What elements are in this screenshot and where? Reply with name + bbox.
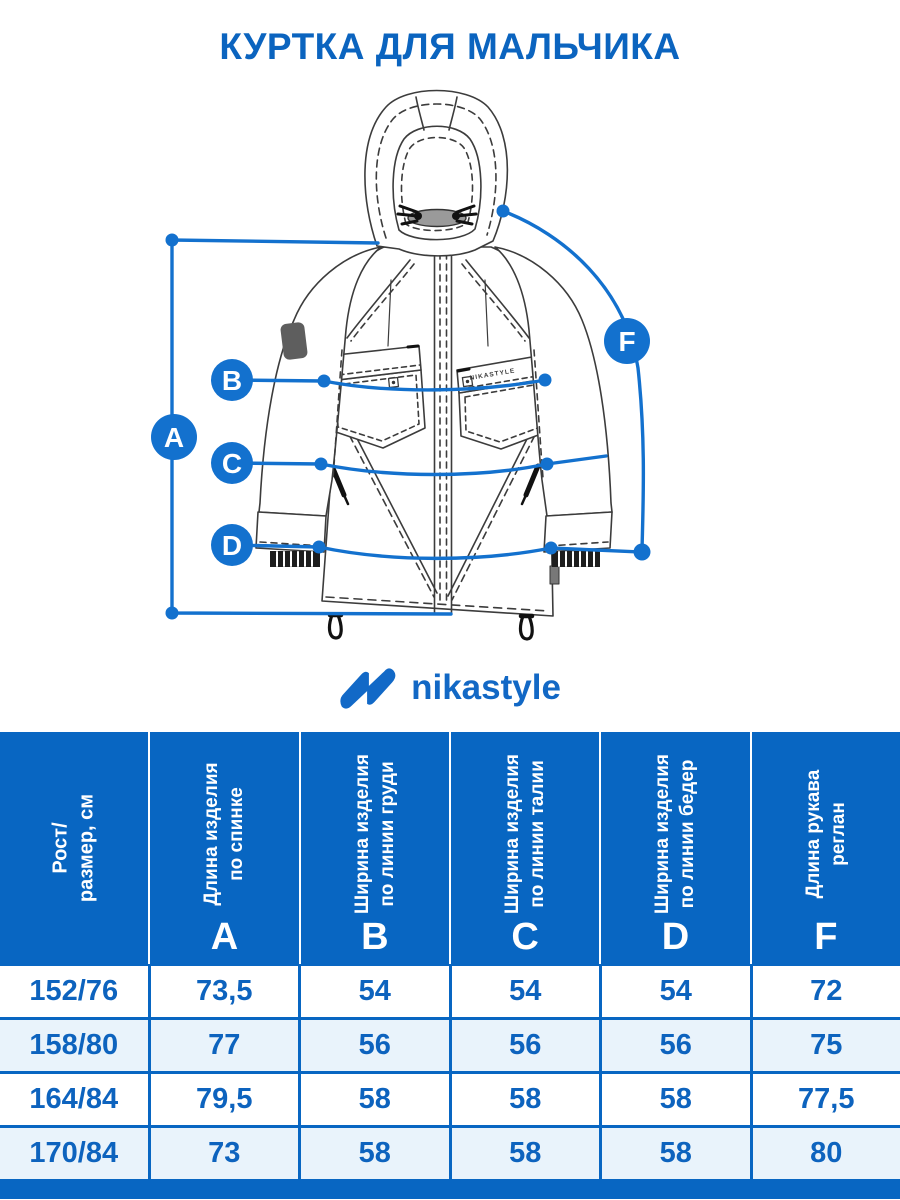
svg-text:D: D [222, 530, 242, 561]
svg-text:B: B [222, 365, 242, 396]
measure-line-B [230, 378, 547, 392]
header-column-a: Длина изделия по спинке A [150, 732, 299, 964]
header-size-label: Рост/ размер, см [49, 793, 99, 903]
size-table: Рост/ размер, см Длина изделия по спинке… [0, 732, 900, 1199]
measurement-lines [165, 204, 651, 620]
header-letter-b: B [361, 916, 389, 958]
measurement-markers: A B C D F [151, 318, 650, 566]
brand-logo: nikastyle [0, 660, 900, 716]
table-row: 164/84 79,5 58 58 58 77,5 [0, 1074, 900, 1125]
svg-text:A: A [164, 422, 184, 453]
measure-line-F [501, 209, 646, 553]
sleeve-right [484, 246, 613, 553]
nikastyle-logo-mark [340, 667, 396, 709]
header-column-b: Ширина изделия по линии груди B [300, 732, 449, 964]
chin-guard [407, 208, 467, 228]
header-column-f: Длина рукава реглан F [751, 732, 900, 964]
page-title: КУРТКА ДЛЯ МАЛЬЧИКА [219, 26, 681, 67]
jacket-body [321, 246, 560, 641]
cuff-ribbing-right [552, 551, 600, 567]
hood [364, 89, 509, 257]
marker-A: A [151, 414, 197, 460]
hem-drawcord-left [327, 613, 343, 640]
header-letter-f: F [814, 916, 838, 958]
measure-line-D [230, 543, 643, 561]
svg-text:C: C [222, 448, 242, 479]
size-table-header: Рост/ размер, см Длина изделия по спинке… [0, 732, 900, 964]
hem-drawcord-right [518, 614, 534, 641]
sleeve-patch [280, 322, 308, 360]
marker-B: B [211, 359, 253, 401]
size-cell: 158/80 [0, 1020, 148, 1071]
svg-text:F: F [618, 326, 635, 357]
size-cell: 170/84 [0, 1128, 148, 1179]
size-table-body: 152/76 73,5 54 54 54 72 158/80 77 56 56 … [0, 964, 900, 1199]
measure-line-C [230, 454, 608, 477]
measure-dots [165, 204, 651, 620]
header-column-c: Ширина изделия по линии талии C [450, 732, 600, 964]
size-cell: 164/84 [0, 1074, 148, 1125]
size-cell: 152/76 [0, 966, 148, 1017]
marker-C: C [211, 442, 253, 484]
header-column-d: Ширина изделия по линии бедер D [601, 732, 750, 964]
table-row: 170/84 73 58 58 58 80 [0, 1128, 900, 1179]
table-row: 152/76 73,5 54 54 54 72 [0, 966, 900, 1017]
table-row: 158/80 77 56 56 56 75 [0, 1020, 900, 1071]
front-zipper-placket [433, 249, 453, 615]
header-letter-a: A [210, 916, 239, 958]
header-letter-d: D [661, 916, 690, 958]
jacket-measurement-diagram: NIKASTYLE [151, 89, 651, 641]
header-letter-c: C [511, 916, 539, 958]
hood-toggles [396, 204, 478, 226]
marker-D: D [211, 524, 253, 566]
chest-pocket-right: NIKASTYLE [456, 352, 552, 450]
header-size-column: Рост/ размер, см [0, 732, 149, 964]
marker-F: F [604, 318, 650, 364]
hand-zip-right [523, 463, 541, 498]
nikastyle-logo-text: nikastyle [411, 668, 561, 707]
cuff-ribbing-left [270, 551, 320, 567]
side-tab [549, 565, 560, 585]
